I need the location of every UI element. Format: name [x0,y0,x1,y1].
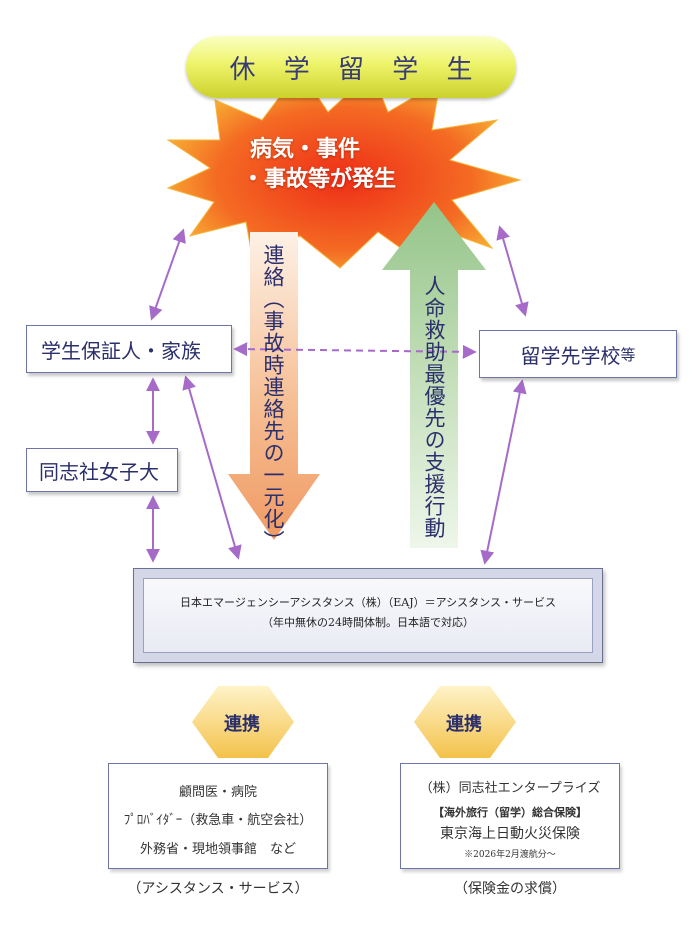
assistance-line-1: 顧問医・病院 [178,785,257,800]
right-cooperation-label: 連携 [446,714,482,735]
insurance-line-1: （株）同志社エンタープライズ [419,781,601,796]
insurance-line-2: 【海外旅行（留学）総合保険】 [433,806,587,819]
family-school-dashed-connector [233,342,477,359]
doshisha-womens-college-box: 同志社女子大 [26,448,178,492]
left-cooperation-label: 連携 [224,714,260,735]
assistance-line-2: ﾌﾟﾛﾊﾞｲﾀﾞｰ（救急車・航空会社） [123,813,313,828]
assistance-partners-box: 顧問医・病院 ﾌﾟﾛﾊﾞｲﾀﾞｰ（救急車・航空会社） 外務省・現地領事館 など [108,763,328,869]
insurance-line-4: ※2026年2月渡航分～ [464,850,556,860]
school-eaj-connector [480,379,527,565]
left-cooperation-chevron [192,686,294,758]
incident-text: 病気・事件 ・事故等が発生 [238,135,448,195]
insurance-line-3: 東京海上日動火災保険 [440,826,580,842]
guarantor-family-box: 学生保証人・家族 [26,325,232,373]
title-banner: 休 学 留 学 生 [186,36,516,98]
burst-school-connector [496,225,529,317]
host-school-label: 留学先学校 [520,343,621,368]
host-school-box: 留学先学校等 [479,330,677,378]
insurance-box: （株）同志社エンタープライズ 【海外旅行（留学）総合保険】 東京海上日動火災保険… [400,763,620,869]
contact-arrow-label: 連絡（事故時連絡先の一元化） [261,244,285,552]
eaj-assistance-box: 日本エマージェンシーアシスタンス（株）（EAJ）＝アシスタンス・サービス （年中… [133,568,603,663]
family-eaj-connector [182,375,242,560]
title-text: 休 学 留 学 生 [229,54,483,85]
incident-line-2: ・事故等が発生 [242,167,397,192]
insurance-caption: （保険金の求償） [454,881,566,897]
guarantor-family-label: 学生保証人・家族 [41,338,201,363]
eaj-line-1: 日本エマージェンシーアシスタンス（株）（EAJ）＝アシスタンス・サービス [180,596,556,609]
eaj-line-2: （年中無休の24時間体制。日本語で対応） [262,616,474,629]
doshisha-womens-college-label: 同志社女子大 [39,459,159,484]
assistance-line-3: 外務省・現地領事館 など [139,842,296,857]
contact-down-arrow [228,232,320,540]
support-arrow-label: 人命救助最優先の支援行動 [422,275,446,539]
host-school-suffix: 等 [620,345,636,364]
support-up-arrow [382,202,486,548]
assistance-caption: （アシスタンス・サービス） [127,881,309,897]
incident-line-1: 病気・事件 [250,137,361,162]
right-cooperation-chevron [414,686,516,758]
burst-family-connector [149,228,186,321]
